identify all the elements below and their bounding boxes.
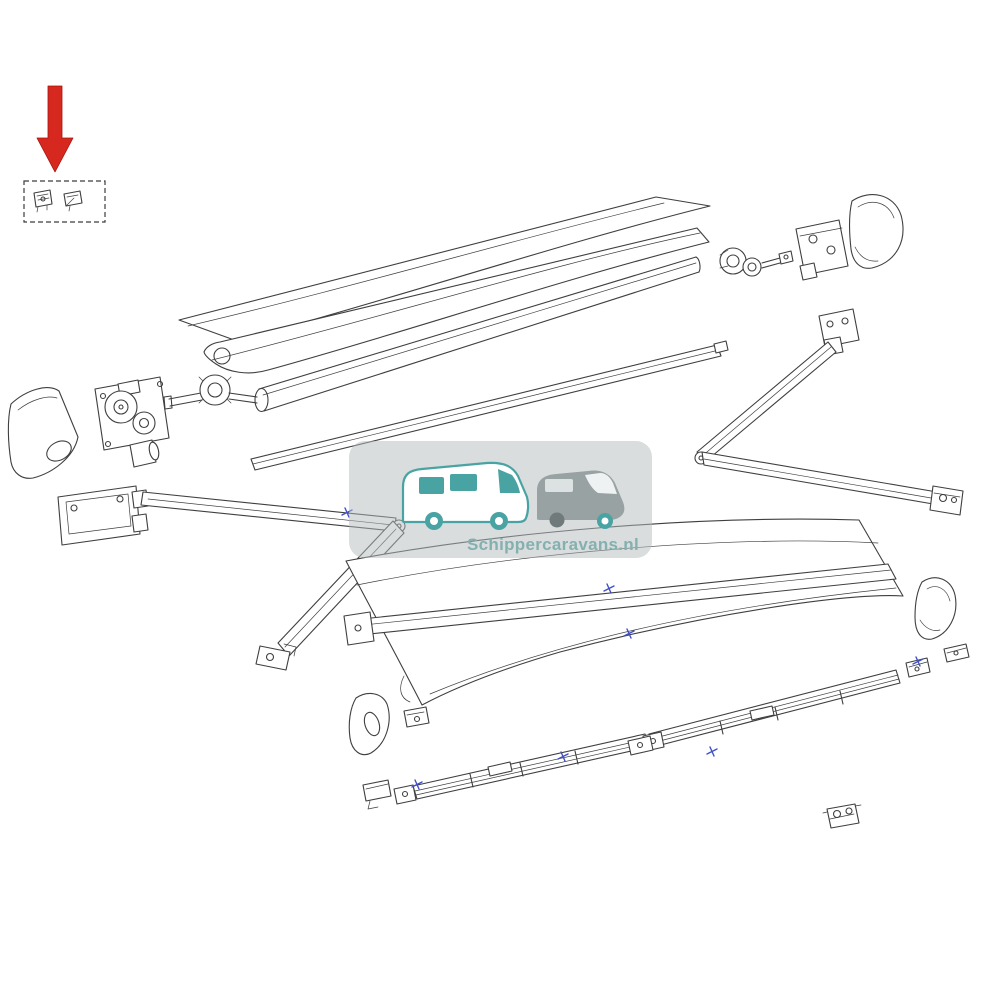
support-rail-left <box>393 733 650 805</box>
motor-assembly <box>719 247 794 277</box>
left-mounting-bracket <box>57 485 149 546</box>
top-fabric-sheet <box>178 196 711 342</box>
crank-knob <box>163 374 258 410</box>
inner-fabric-sheet <box>203 227 710 374</box>
support-rail-right <box>642 669 901 752</box>
watermark-caravan <box>401 461 530 530</box>
left-arm-foot <box>255 643 297 671</box>
watermark-text: Schippercaravans.nl <box>467 535 639 554</box>
right-arm-end-bracket <box>929 485 964 516</box>
watermark: Schippercaravans.nl <box>349 441 652 558</box>
highlight-arrow-icon <box>36 85 74 173</box>
bottom-bracket <box>822 803 862 829</box>
highlighted-clip-part-b <box>63 190 83 212</box>
fabric-clip <box>403 706 430 728</box>
selected-parts-box <box>23 180 106 223</box>
part-highlight <box>23 85 106 223</box>
lower-left-end-cap <box>348 692 390 756</box>
right-end-cap <box>849 194 904 269</box>
right-mounting-bracket <box>795 219 849 281</box>
rail-clip-right-a <box>905 657 931 678</box>
lower-right-end-cap <box>914 577 957 640</box>
right-arm-top-bracket <box>818 308 860 356</box>
gear-assembly <box>94 376 170 468</box>
lead-rail <box>250 340 729 471</box>
watermark-van <box>537 470 625 529</box>
front-profile-rail <box>343 563 897 646</box>
highlighted-clip-part-a <box>33 189 53 213</box>
rail-clip-left <box>362 779 392 810</box>
roller-tube <box>254 256 701 413</box>
left-end-cap <box>7 387 79 479</box>
right-spring-arm <box>694 308 964 516</box>
rail-clip-right-b <box>943 643 970 663</box>
rail-connector <box>627 735 654 756</box>
